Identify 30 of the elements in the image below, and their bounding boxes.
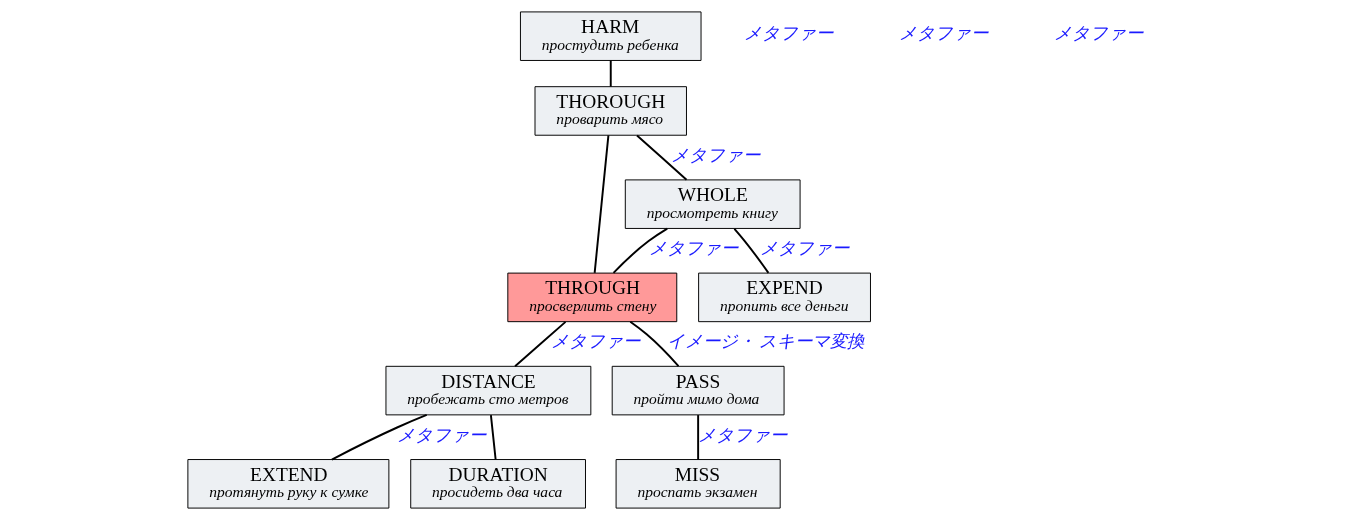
connector xyxy=(609,59,612,88)
connector xyxy=(732,227,769,274)
connector xyxy=(593,134,609,274)
node-box: THOROUGH проварить мясо xyxy=(534,86,687,136)
connector xyxy=(628,320,679,368)
connector xyxy=(513,320,566,368)
node-box: MISS проспать экзамен xyxy=(615,459,781,509)
edge-label: メタファー xyxy=(396,424,486,445)
node-box: EXPEND пропить все деньги xyxy=(697,272,871,323)
edge-label: メタファー xyxy=(550,331,640,352)
edge-label: メタファー xyxy=(670,144,760,165)
node-box: DISTANCE пробежать сто метров xyxy=(384,365,591,416)
edge-label: メタファー xyxy=(697,424,787,445)
label: メタファー xyxy=(898,23,988,44)
connector xyxy=(696,414,699,461)
node-box: PASS пройти мимо дома xyxy=(611,365,785,416)
node-box: DURATION просидеть два часа xyxy=(409,459,586,509)
node-box: WHOLE просмотреть книгу xyxy=(624,179,801,229)
connector xyxy=(612,227,668,274)
node-box: HARM простудить ребенка xyxy=(519,11,702,61)
label: メタファー xyxy=(1053,23,1143,44)
node-box: THROUGH просверлить стену xyxy=(506,272,677,323)
connector xyxy=(635,134,687,181)
edge-label: メタファー xyxy=(648,238,738,259)
edge-label: メタファー xyxy=(759,238,849,259)
node-box: EXTEND протянуть руку к сумке xyxy=(186,459,389,509)
label: メタファー xyxy=(743,23,833,44)
edge-label: イメージ・ スキーマ変換 xyxy=(666,331,864,352)
connector xyxy=(489,414,497,461)
connector xyxy=(330,413,428,461)
